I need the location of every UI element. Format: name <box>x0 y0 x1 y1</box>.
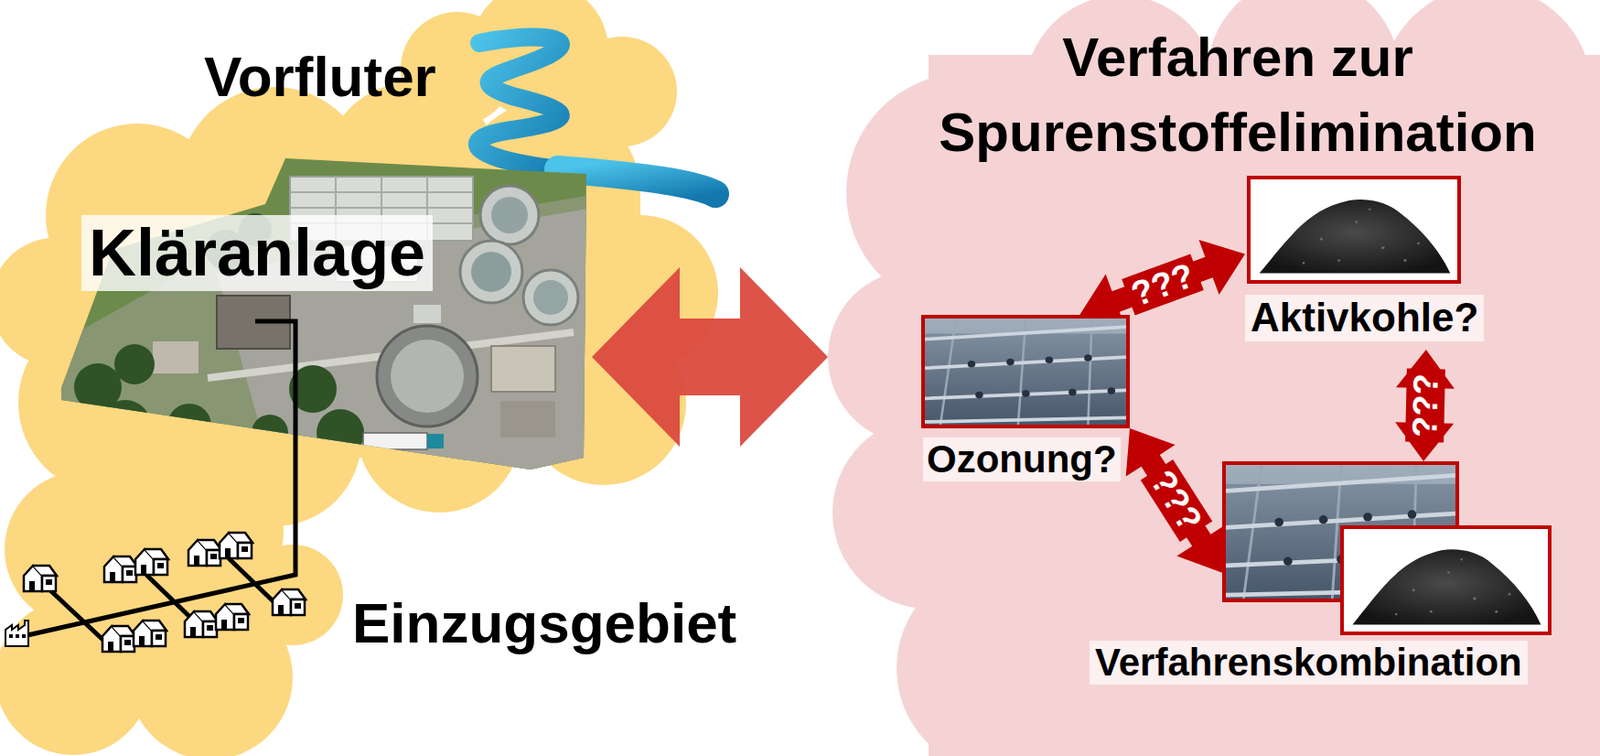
process-image <box>924 318 1127 425</box>
river-label: Vorfluter <box>204 43 437 109</box>
section-title-box: Verfahren zur Spurenstoffelimination <box>885 20 1590 171</box>
treatment-plant: Kläranlage <box>61 158 592 470</box>
plant-label: Kläranlage <box>81 214 433 291</box>
image-frame <box>1340 525 1552 635</box>
process-label-box: Ozonung? <box>923 437 1121 482</box>
image-frame <box>921 314 1130 429</box>
process-arrow <box>1395 349 1455 462</box>
catchment-area: Einzugsgebiet <box>9 512 760 664</box>
process-image <box>1343 528 1548 632</box>
process-label-box: Aktivkohle? <box>1245 294 1484 342</box>
process-arrow <box>1126 428 1227 573</box>
edge-label-box: ??? <box>1405 368 1446 443</box>
edge-label: ??? <box>1405 368 1446 443</box>
process-image-image <box>1343 528 1548 632</box>
catchment-label: Einzugsgebiet <box>352 590 737 656</box>
section-title: Verfahren zur Spurenstoffelimination <box>885 20 1590 171</box>
process-cloud-shape-image <box>827 0 1600 756</box>
catchment-label-box: Einzugsgebiet <box>352 590 737 656</box>
sewer-network <box>5 512 306 652</box>
plant-label-box: Kläranlage <box>81 214 433 291</box>
treatment-plant-shape-image <box>61 158 592 470</box>
process-label-box: Verfahrenskombination <box>1089 640 1528 685</box>
process-label: Verfahrenskombination <box>1089 640 1528 685</box>
process-image-image <box>924 318 1127 425</box>
process-image <box>1250 179 1458 280</box>
process-cloud: Verfahren zur SpurenstoffeliminationOzon… <box>827 0 1600 756</box>
process-box: Ozonung? <box>921 314 1130 498</box>
process-box: Aktivkohle? <box>1245 175 1489 350</box>
river-label-box: Vorfluter <box>204 43 437 109</box>
process-label: Aktivkohle? <box>1245 294 1484 342</box>
treatment-plant-shape <box>61 158 592 470</box>
process-image-image <box>1250 179 1458 280</box>
double-arrow <box>591 267 828 447</box>
sewer-line <box>293 469 299 513</box>
image-frame <box>1246 175 1461 284</box>
process-label: Ozonung? <box>923 437 1121 482</box>
